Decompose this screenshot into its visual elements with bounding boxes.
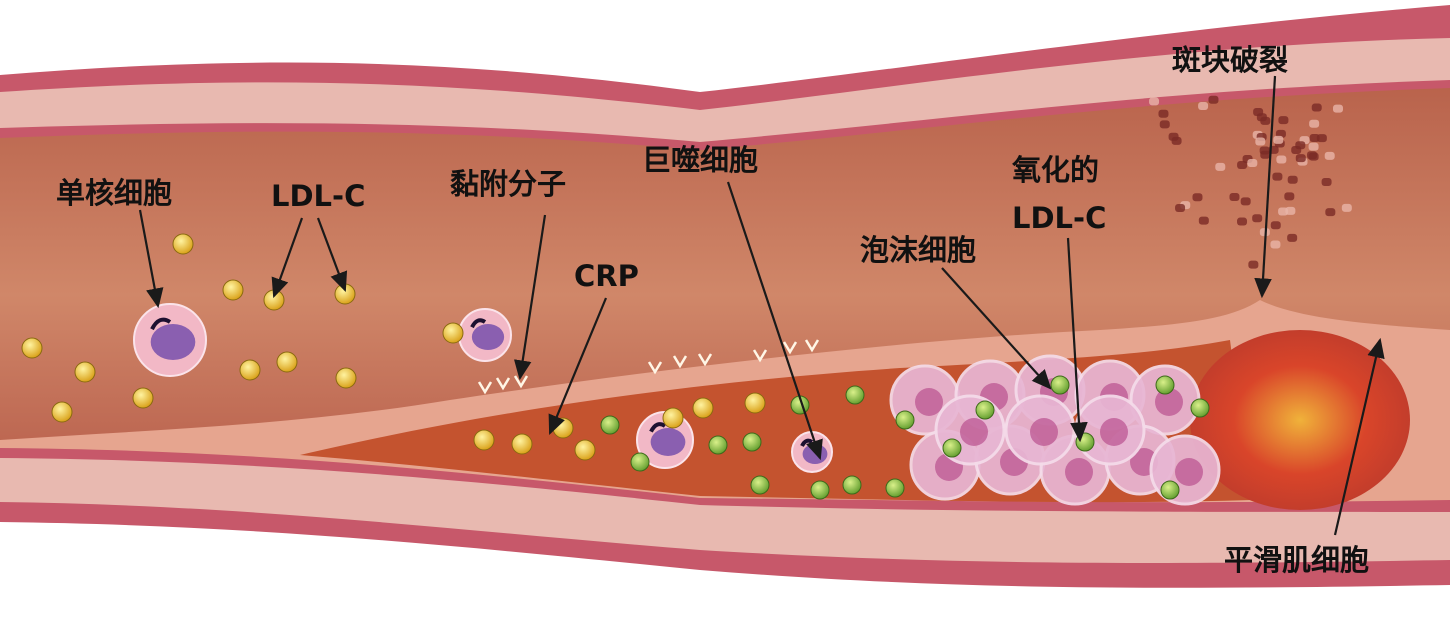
rupture-debris-fragment — [1273, 136, 1283, 144]
ldl-particle — [663, 408, 683, 428]
ldl-particle — [52, 402, 72, 422]
rupture-debris-fragment — [1278, 208, 1288, 216]
label-crp: CRP — [574, 259, 639, 293]
rupture-debris-fragment — [1322, 178, 1332, 186]
ldl-particle — [745, 393, 765, 413]
rupture-debris-fragment — [1288, 176, 1298, 184]
rupture-debris-fragment — [1317, 134, 1327, 142]
rupture-debris-fragment — [1248, 261, 1258, 269]
oxidized-ldl-particle — [811, 481, 829, 499]
foam-cell-nucleus — [960, 418, 988, 446]
ldl-particle — [223, 280, 243, 300]
ldl-particle — [575, 440, 595, 460]
oxidized-ldl-particle — [846, 386, 864, 404]
foam-cell-nucleus — [1030, 418, 1058, 446]
ldl-particle — [443, 323, 463, 343]
rupture-debris-fragment — [1160, 120, 1170, 128]
monocyte-nucleus — [472, 324, 504, 350]
rupture-debris-fragment — [1247, 159, 1257, 167]
rupture-debris-fragment — [1208, 96, 1218, 104]
label-monocyte: 单核细胞 — [56, 176, 172, 210]
rupture-debris-fragment — [1325, 208, 1335, 216]
rupture-debris-fragment — [1309, 120, 1319, 128]
label-macrophage: 巨噬细胞 — [642, 143, 758, 177]
rupture-debris-fragment — [1309, 143, 1319, 151]
rupture-debris-fragment — [1270, 241, 1280, 249]
rupture-debris-fragment — [1342, 204, 1352, 212]
label-oxidized: 氧化的 — [1011, 153, 1099, 187]
foam-cell-nucleus — [915, 388, 943, 416]
oxidized-ldl-particle — [896, 411, 914, 429]
ldl-particle — [277, 352, 297, 372]
rupture-debris-fragment — [1260, 151, 1270, 159]
rupture-debris-fragment — [1158, 110, 1168, 118]
oxidized-ldl-particle — [886, 479, 904, 497]
label-foam-cell: 泡沫细胞 — [860, 233, 976, 267]
monocyte-nucleus — [651, 428, 686, 456]
label-smooth-muscle-cell: 平滑肌细胞 — [1224, 543, 1369, 577]
ldl-particle — [474, 430, 494, 450]
ldl-particle — [336, 368, 356, 388]
rupture-debris-fragment — [1252, 214, 1262, 222]
oxidized-ldl-particle — [1156, 376, 1174, 394]
rupture-debris-fragment — [1271, 221, 1281, 229]
ldl-particle — [133, 388, 153, 408]
foam-cell-nucleus — [1175, 458, 1203, 486]
rupture-debris-fragment — [1229, 193, 1239, 201]
rupture-debris-fragment — [1296, 154, 1306, 162]
oxidized-ldl-particle — [631, 453, 649, 471]
rupture-debris-fragment — [1237, 218, 1247, 226]
ldl-particle — [173, 234, 193, 254]
rupture-debris-fragment — [1192, 193, 1202, 201]
oxidized-ldl-particle — [1161, 481, 1179, 499]
monocyte-nucleus — [803, 444, 828, 464]
rupture-debris-fragment — [1215, 163, 1225, 171]
label-ldl-c: LDL-C — [271, 179, 365, 213]
rupture-debris-fragment — [1295, 141, 1305, 149]
rupture-debris-fragment — [1237, 161, 1247, 169]
oxidized-ldl-particle — [976, 401, 994, 419]
rupture-debris-fragment — [1325, 152, 1335, 160]
rupture-debris-fragment — [1307, 151, 1317, 159]
rupture-debris-fragment — [1169, 133, 1179, 141]
rupture-debris-fragment — [1175, 204, 1185, 212]
oxidized-ldl-particle — [743, 433, 761, 451]
rupture-debris-fragment — [1241, 197, 1251, 205]
rupture-debris-fragment — [1272, 173, 1282, 181]
oxidized-ldl-particle — [601, 416, 619, 434]
label-adhesion-molecule: 黏附分子 — [450, 167, 566, 201]
monocyte-nucleus — [151, 324, 196, 360]
label-plaque-rupture: 斑块破裂 — [1172, 43, 1288, 77]
rupture-debris-fragment — [1312, 104, 1322, 112]
ldl-particle — [693, 398, 713, 418]
ldl-particle — [75, 362, 95, 382]
ldl-particle — [512, 434, 532, 454]
rupture-debris-fragment — [1198, 102, 1208, 110]
label-oxidized-ldl-c: LDL-C — [1012, 201, 1106, 235]
rupture-debris-fragment — [1287, 234, 1297, 242]
rupture-debris-fragment — [1278, 116, 1288, 124]
oxidized-ldl-particle — [843, 476, 861, 494]
oxidized-ldl-particle — [1191, 399, 1209, 417]
oxidized-ldl-particle — [1051, 376, 1069, 394]
rupture-debris-fragment — [1333, 105, 1343, 113]
foam-cell-nucleus — [1100, 418, 1128, 446]
ldl-particle — [240, 360, 260, 380]
rupture-debris-fragment — [1276, 156, 1286, 164]
oxidized-ldl-particle — [709, 436, 727, 454]
rupture-debris-fragment — [1260, 117, 1270, 125]
oxidized-ldl-particle — [943, 439, 961, 457]
rupture-debris-fragment — [1199, 217, 1209, 225]
ldl-particle — [22, 338, 42, 358]
rupture-debris-fragment — [1255, 137, 1265, 145]
rupture-debris-fragment — [1149, 97, 1159, 105]
oxidized-ldl-particle — [751, 476, 769, 494]
foam-cell-nucleus — [1065, 458, 1093, 486]
rupture-debris-fragment — [1284, 192, 1294, 200]
